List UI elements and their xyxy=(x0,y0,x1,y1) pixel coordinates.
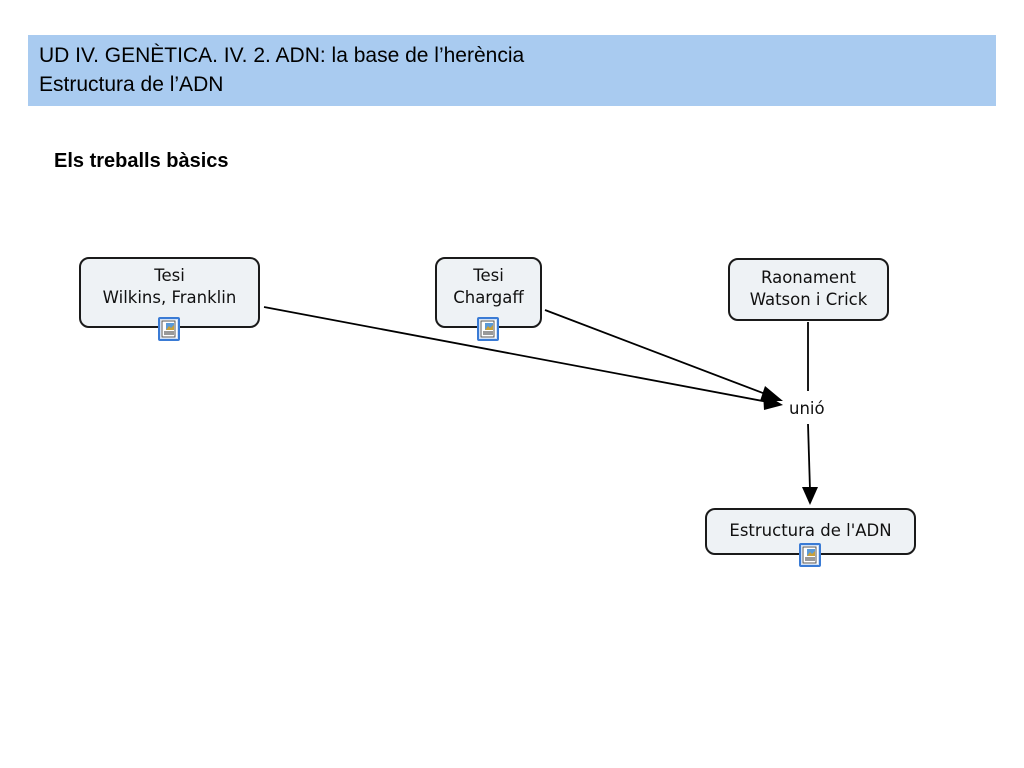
node-label-line1: Tesi xyxy=(473,266,504,285)
node-label-line2: Wilkins, Franklin xyxy=(102,288,237,307)
connector-unio-to-estructura xyxy=(807,423,811,491)
node-label-line1: Tesi xyxy=(154,266,185,285)
slide-title-bar: UD IV. GENÈTICA. IV. 2. ADN: la base de … xyxy=(28,35,996,106)
connector-chargaff-to-unio xyxy=(544,309,769,396)
node-label-line2: Chargaff xyxy=(453,288,524,307)
node-label-line1: Estructura de l'ADN xyxy=(729,521,892,540)
section-heading: Els treballs bàsics xyxy=(54,150,229,172)
slide-subtitle: Estructura de l’ADN xyxy=(39,73,224,96)
concept-node-wilkins-franklin[interactable]: Tesi Wilkins, Franklin xyxy=(79,257,260,328)
node-label-line1: Raonament xyxy=(760,268,857,287)
linking-phrase-unio[interactable]: unió xyxy=(789,399,825,418)
arrowhead-estructura xyxy=(802,487,818,505)
concept-node-watson-crick[interactable]: Raonament Watson i Crick xyxy=(728,258,889,321)
arrowhead-chargaff xyxy=(760,386,783,401)
document-image-icon[interactable] xyxy=(799,543,821,567)
connector-wilkins-to-unio xyxy=(263,306,769,403)
document-image-icon[interactable] xyxy=(158,317,180,341)
slide-title: UD IV. GENÈTICA. IV. 2. ADN: la base de … xyxy=(39,44,525,67)
concept-node-chargaff[interactable]: Tesi Chargaff xyxy=(435,257,542,328)
document-image-icon[interactable] xyxy=(477,317,499,341)
node-label-line2: Watson i Crick xyxy=(749,290,868,309)
